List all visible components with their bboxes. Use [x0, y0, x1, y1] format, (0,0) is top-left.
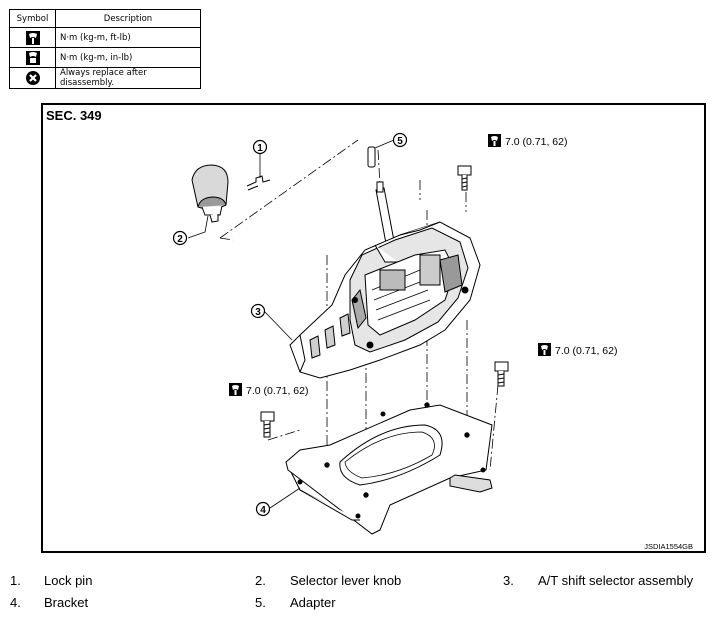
- torque-spec-top-text: 7.0 (0.71, 62): [505, 136, 567, 148]
- bolt-left: [260, 411, 275, 438]
- part-number: 1.: [10, 573, 21, 588]
- part-name: Selector lever knob: [290, 573, 402, 588]
- bracket-part: [285, 402, 493, 535]
- callout-2-text: 2: [177, 234, 183, 245]
- figure-id: JSDIA1554GB: [644, 542, 693, 551]
- legend-row-1-symbol: [9, 27, 56, 48]
- torque-spec-right: 7.0 (0.71, 62): [538, 343, 617, 357]
- part-number: 4.: [10, 595, 21, 610]
- torque-wrench-icon: [488, 134, 501, 147]
- legend-row-3-text: Always replace after disassembly.: [55, 67, 201, 89]
- callout-1: 1: [252, 139, 268, 155]
- always-replace-icon: [25, 71, 40, 85]
- callout-4-text: 4: [260, 505, 266, 516]
- callout-3-text: 3: [255, 307, 261, 318]
- callout-leaders: [187, 139, 395, 509]
- adapter-part: [367, 146, 376, 168]
- callout-4: 4: [255, 501, 271, 517]
- part-name: Bracket: [44, 595, 89, 610]
- diagram-frame: [41, 103, 706, 553]
- part-number: 5.: [255, 595, 266, 610]
- callout-5-text: 5: [397, 136, 403, 147]
- torque-wrench-ft-lb-icon: [25, 30, 40, 45]
- torque-wrench-icon: [229, 383, 242, 396]
- lock-pin-part: [246, 175, 271, 191]
- part-number: 3.: [503, 573, 514, 588]
- part-number: 2.: [255, 573, 266, 588]
- torque-spec-left: 7.0 (0.71, 62): [229, 383, 308, 397]
- torque-spec-left-text: 7.0 (0.71, 62): [246, 385, 308, 397]
- symbol-legend-table: Symbol Description N·m (kg-m, ft-lb) N·m…: [9, 9, 201, 89]
- callout-1-text: 1: [257, 143, 263, 154]
- selector-lever-knob-part: [191, 164, 229, 223]
- callout-3: 3: [250, 303, 266, 319]
- legend-row-3-symbol: [9, 67, 56, 89]
- bolt-right: [494, 361, 509, 387]
- callout-2: 2: [172, 230, 188, 246]
- torque-spec-top: 7.0 (0.71, 62): [488, 134, 567, 148]
- part-name: Adapter: [290, 595, 336, 610]
- torque-spec-right-text: 7.0 (0.71, 62): [555, 345, 617, 357]
- callout-5: 5: [392, 132, 408, 148]
- bolt-top: [457, 165, 472, 191]
- part-name: Lock pin: [44, 573, 93, 588]
- part-name: A/T shift selector assembly: [538, 573, 694, 588]
- torque-wrench-in-lb-icon: [25, 50, 40, 65]
- torque-wrench-icon: [538, 343, 551, 356]
- section-label: SEC. 349: [46, 108, 102, 123]
- shift-selector-assembly-part: [289, 221, 481, 379]
